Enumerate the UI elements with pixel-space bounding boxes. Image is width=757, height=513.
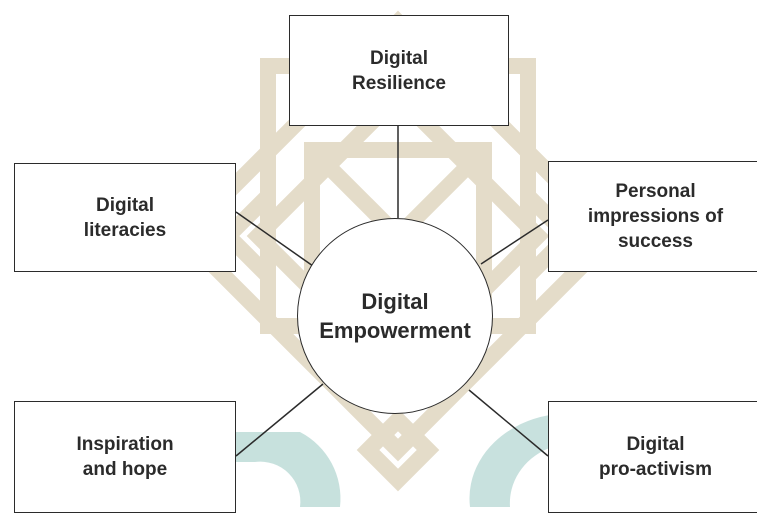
node-personal-impressions: Personal impressions of success xyxy=(548,161,757,272)
center-node: Digital Empowerment xyxy=(297,218,493,414)
node-digital-proactivism: Digital pro-activism xyxy=(548,401,757,513)
node-digital-literacies: Digital literacies xyxy=(14,163,236,272)
connector-impressions xyxy=(480,219,549,265)
connector-literacies xyxy=(235,211,314,267)
connector-inspiration xyxy=(235,383,324,457)
connector-proactivism xyxy=(468,389,549,457)
node-inspiration-hope: Inspiration and hope xyxy=(14,401,236,513)
node-digital-resilience: Digital Resilience xyxy=(289,15,509,126)
